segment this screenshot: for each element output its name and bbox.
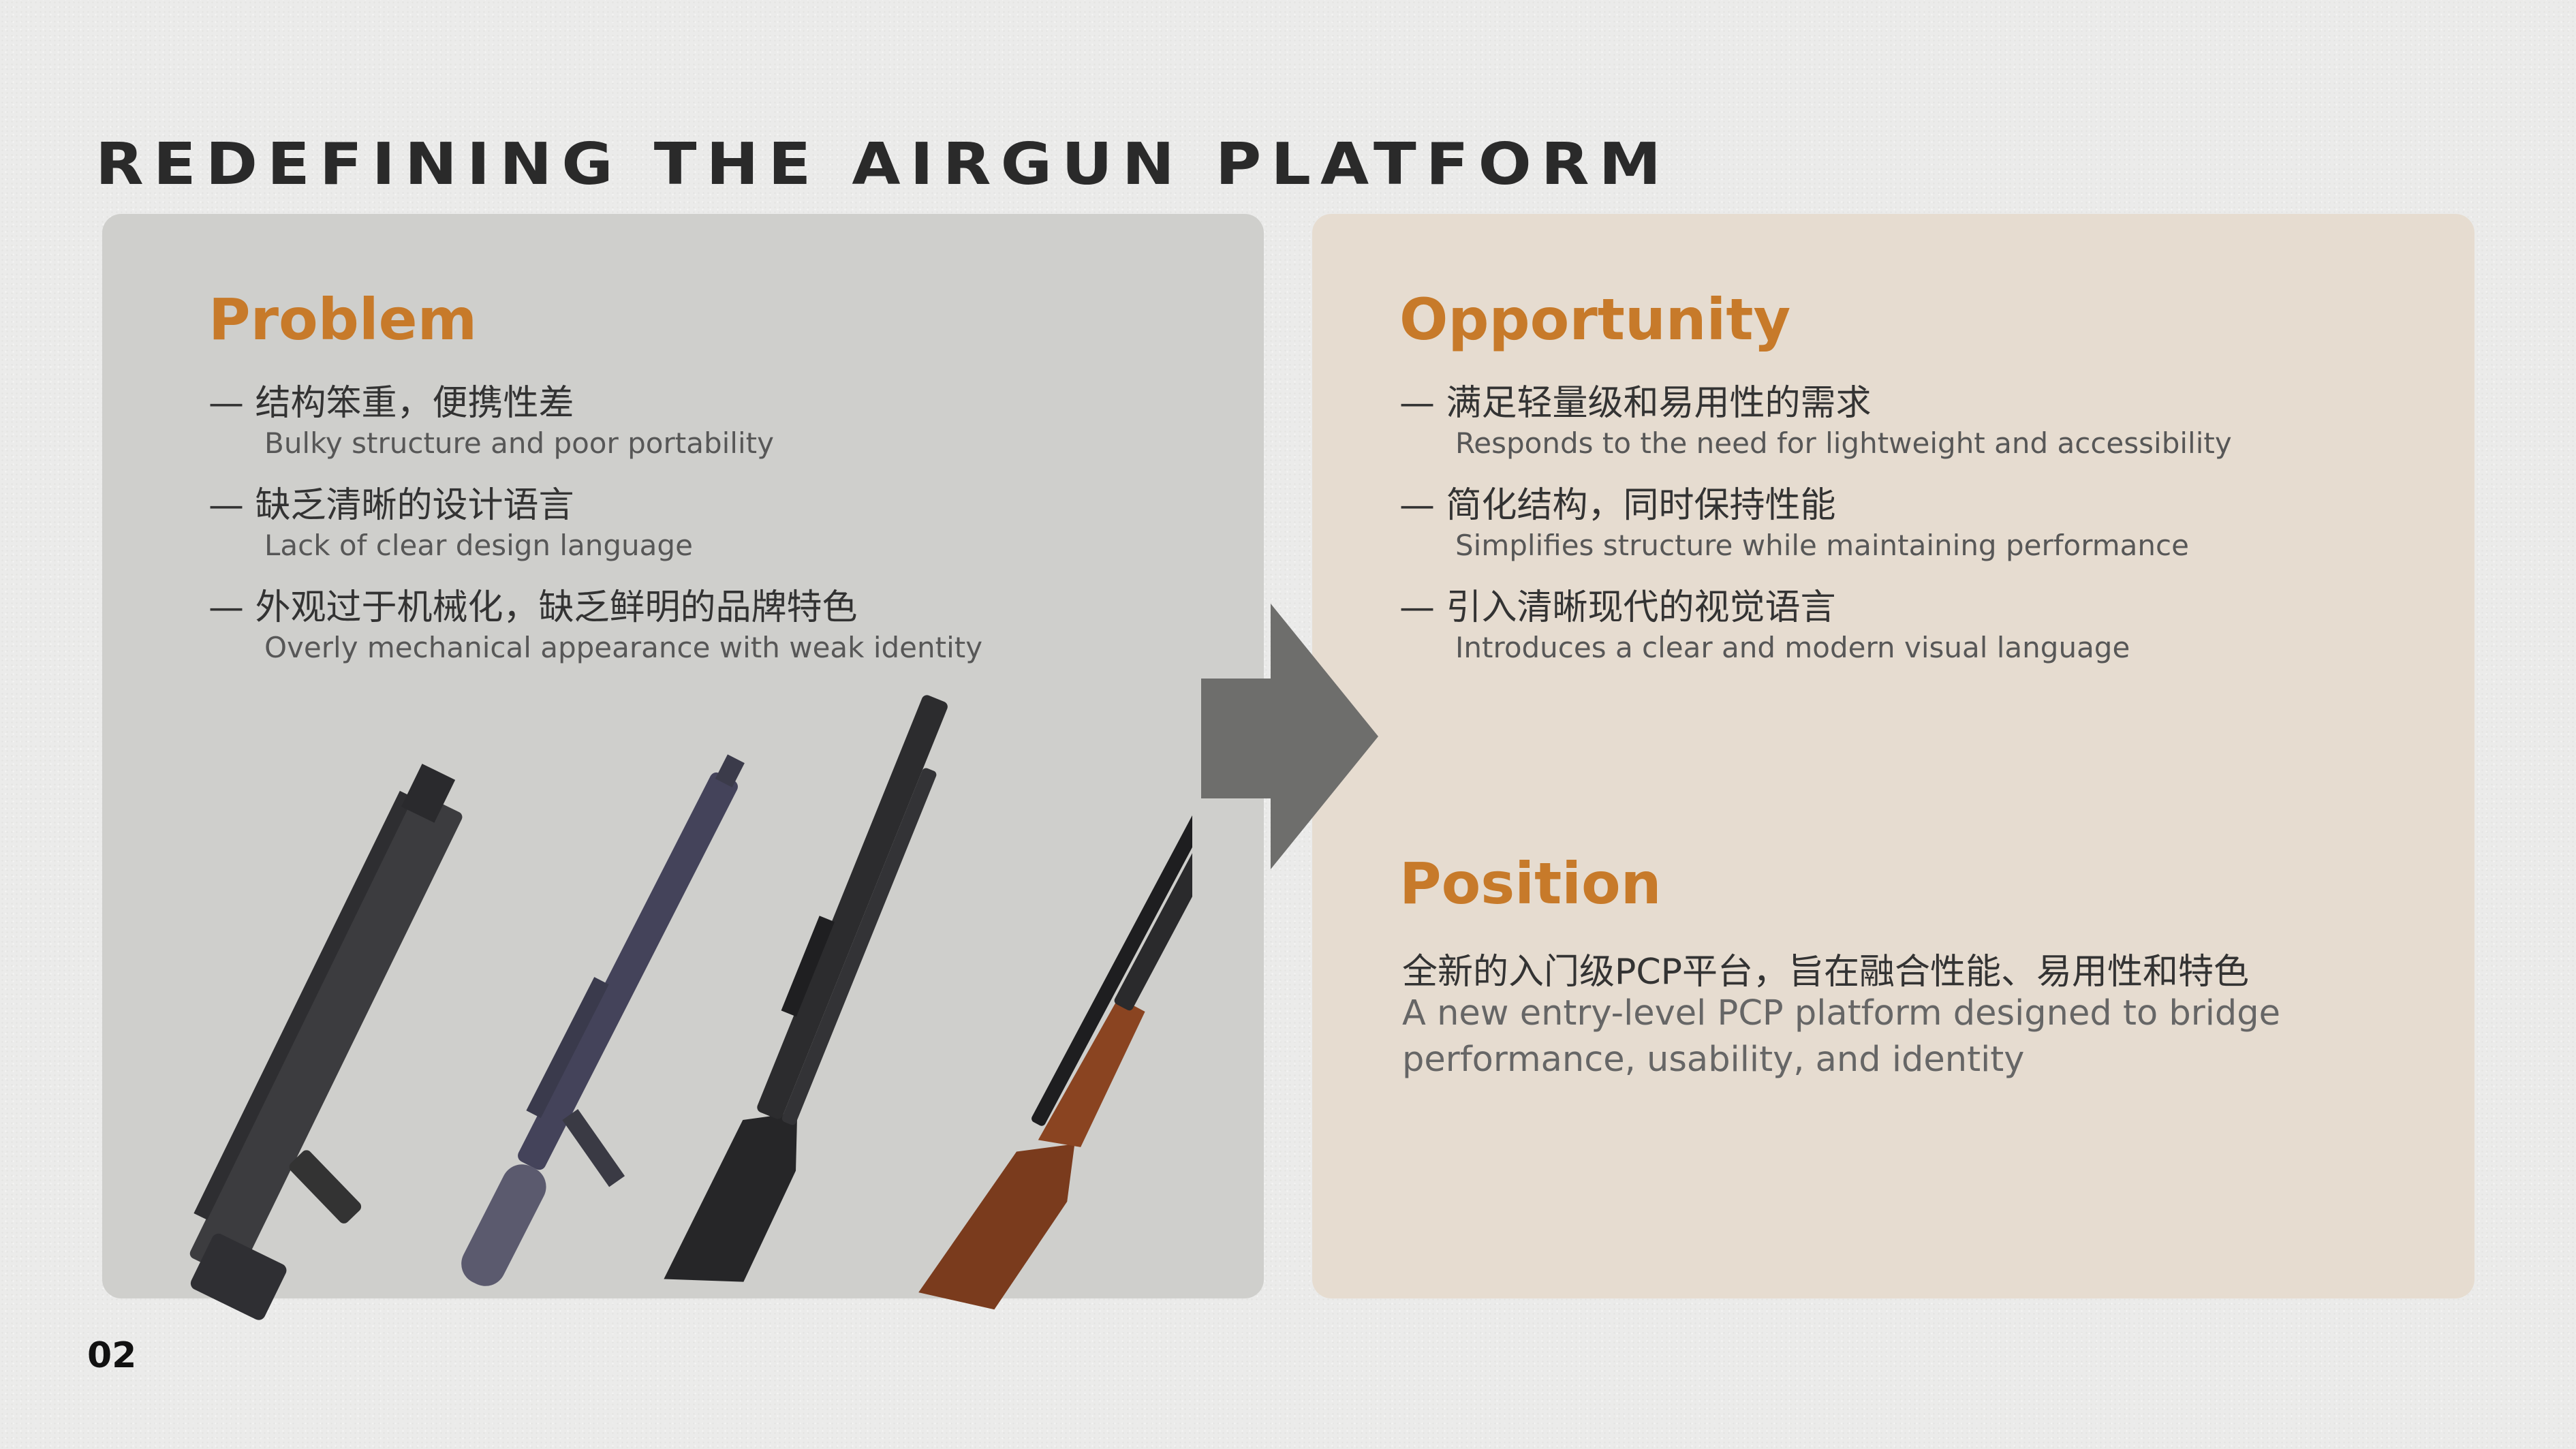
- problem-item-2-zh: — 缺乏清晰的设计语言: [208, 485, 574, 526]
- problem-item-1-zh: — 结构笨重，便携性差: [208, 383, 574, 424]
- problem-item-2: — 缺乏清晰的设计语言 Lack of clear design languag…: [208, 484, 693, 564]
- problem-item-3-en: Overly mechanical appearance with weak i…: [264, 631, 983, 664]
- position-heading: Position: [1399, 850, 1662, 917]
- rifle-synthetic-image: [664, 695, 948, 1282]
- opportunity-item-3-en: Introduces a clear and modern visual lan…: [1455, 631, 2130, 664]
- opportunity-item-1-zh: — 满足轻量级和易用性的需求: [1399, 383, 1872, 424]
- opportunity-item-1-en: Responds to the need for lightweight and…: [1455, 426, 2232, 460]
- rifle-bottle-image: [461, 754, 745, 1286]
- problem-item-3: — 外观过于机械化，缺乏鲜明的品牌特色 Overly mechanical ap…: [208, 586, 982, 666]
- opportunity-item-1: — 满足轻量级和易用性的需求 Responds to the need for …: [1399, 381, 2232, 462]
- rifle-bullpup-image: [189, 764, 463, 1320]
- opportunity-item-3: — 引入清晰现代的视觉语言 Introduces a clear and mod…: [1399, 586, 2130, 666]
- opportunity-item-3-zh: — 引入清晰现代的视觉语言: [1399, 587, 1836, 628]
- opportunity-panel: Opportunity — 满足轻量级和易用性的需求 Responds to t…: [1312, 214, 2474, 1298]
- opportunity-heading: Opportunity: [1399, 286, 1791, 353]
- problem-item-1: — 结构笨重，便携性差 Bulky structure and poor por…: [208, 381, 774, 462]
- opportunity-item-2-zh: — 简化结构，同时保持性能: [1399, 485, 1836, 526]
- rifles-image: [189, 695, 1192, 1320]
- opportunity-item-2-en: Simplifies structure while maintaining p…: [1455, 529, 2189, 562]
- position-en: A new entry-level PCP platform designed …: [1402, 993, 2280, 1080]
- problem-item-1-en: Bulky structure and poor portability: [264, 426, 774, 460]
- rifle-wooden-image: [918, 760, 1192, 1310]
- page-number: 02: [87, 1335, 137, 1376]
- page-title: REDEFINING THE AIRGUN PLATFORM: [95, 130, 1671, 198]
- arrow-right-icon: [1201, 604, 1378, 869]
- problem-item-2-en: Lack of clear design language: [264, 529, 693, 562]
- problem-heading: Problem: [208, 286, 478, 353]
- opportunity-item-2: — 简化结构，同时保持性能 Simplifies structure while…: [1399, 484, 2189, 564]
- problem-item-3-zh: — 外观过于机械化，缺乏鲜明的品牌特色: [208, 587, 858, 628]
- position-zh: 全新的入门级PCP平台，旨在融合性能、易用性和特色: [1402, 952, 2250, 993]
